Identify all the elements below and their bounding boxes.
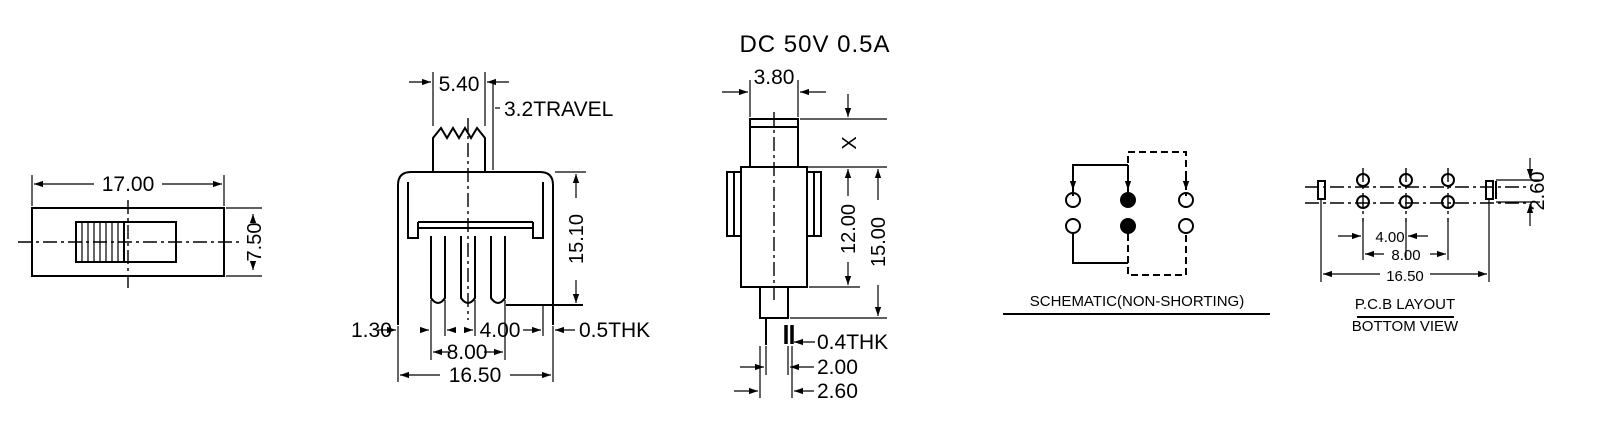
side-body (740, 166, 808, 288)
rating-title: DC 50V 0.5A (739, 31, 890, 58)
front-travel-dim: 3.2TRAVEL (504, 98, 613, 121)
side-actuator-width-dim: 3.80 (754, 66, 795, 89)
side-pin-lug-width-dim: 2.60 (817, 380, 858, 403)
side-body-height-dim: 12.00 (838, 204, 860, 254)
pcb-hole (1399, 195, 1413, 209)
top-view: 17.00 7.50 (18, 173, 266, 288)
pcb-hole (1356, 195, 1370, 209)
side-pin-width-dim: 2.00 (817, 356, 858, 379)
top-length-dim: 17.00 (102, 173, 155, 196)
side-view: 3.80 X 12.00 15.00 0.4THK 2.00 2.60 (722, 66, 890, 403)
front-pin-left (430, 236, 446, 304)
side-pin-thickness-dim: 0.4THK (817, 331, 888, 354)
side-actuator-height-dim: X (839, 136, 861, 149)
pcb-hole (1441, 195, 1455, 209)
front-actuator (432, 126, 486, 172)
schematic-terminal-br (1178, 218, 1194, 234)
schematic: SCHEMATIC(NON-SHORTING) (1003, 151, 1270, 315)
front-pin-center (460, 236, 476, 304)
schematic-dashed-link (1127, 151, 1187, 196)
pcb-row-spacing-dim: 2.60 (1527, 172, 1549, 211)
front-lug-thickness-dim: 0.5THK (579, 319, 650, 342)
schematic-label: SCHEMATIC(NON-SHORTING) (1030, 293, 1244, 310)
pcb-label-line1: P.C.B LAYOUT (1355, 296, 1455, 313)
top-view-slider-knob (75, 221, 125, 263)
pcb-slot-right (1485, 180, 1494, 200)
pcb-overall-dim: 16.50 (1386, 268, 1424, 285)
side-overall-height-dim: 15.00 (868, 217, 890, 267)
schematic-terminal-bl (1065, 218, 1081, 234)
pcb-label-line2: BOTTOM VIEW (1352, 318, 1459, 335)
schematic-terminal-bc (1120, 218, 1136, 234)
pcb-span-dim: 8.00 (1391, 247, 1420, 264)
front-pin-span-dim: 8.00 (447, 341, 488, 364)
front-view: 5.40 3.2TRAVEL 15.10 1.30 4.00 0.5THK 8.… (351, 72, 650, 387)
front-body-length-dim: 16.50 (449, 364, 502, 387)
pcb-hole (1399, 173, 1413, 187)
schematic-terminal-tr (1178, 192, 1194, 208)
front-pin-right (490, 236, 506, 304)
pcb-hole (1441, 173, 1455, 187)
front-actuator-width-dim: 5.40 (439, 73, 480, 96)
side-pin (759, 287, 789, 319)
pcb-hole (1356, 173, 1370, 187)
pcb-slot-left (1317, 180, 1326, 200)
front-body (397, 171, 554, 305)
front-pin-offset-dim: 1.30 (351, 319, 392, 342)
schematic-solid-link (1072, 164, 1128, 264)
front-pin-pitch-dim: 4.00 (480, 319, 521, 342)
pcb-pitch-dim: 4.00 (1375, 229, 1404, 246)
schematic-terminal-tc (1120, 192, 1136, 208)
top-width-dim: 7.50 (244, 223, 266, 262)
front-height-dim: 15.10 (566, 214, 588, 264)
schematic-terminal-tl (1065, 192, 1081, 208)
pcb-layout: 2.60 4.00 8.00 16.50 P.C.B LAYOUT BOTTOM… (1305, 158, 1549, 335)
